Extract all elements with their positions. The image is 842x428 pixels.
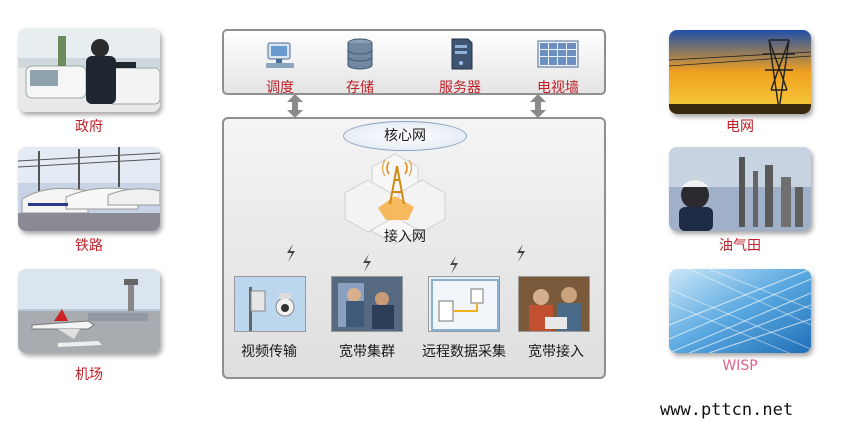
wisp-label: WISP <box>722 358 758 374</box>
storage-label: 存储 <box>346 80 374 96</box>
remote-data-acquisition-photo <box>428 276 500 332</box>
video-transmission-label: 视频传输 <box>241 344 297 360</box>
government-photo <box>18 28 160 112</box>
wireless-link-icon <box>517 244 525 262</box>
access-network-label: 接入网 <box>384 229 426 245</box>
remote-data-acquisition-label: 远程数据采集 <box>422 344 506 360</box>
airport-label: 机场 <box>75 367 103 383</box>
dispatch-label: 调度 <box>266 80 294 96</box>
airport-photo <box>18 269 160 353</box>
dispatch-computer-icon <box>266 42 294 68</box>
wisp-photo <box>669 269 811 353</box>
government-label: 政府 <box>75 119 103 135</box>
wireless-link-icon <box>287 244 295 262</box>
server-item: 服务器 <box>420 37 500 96</box>
video-wall-item: 电视墙 <box>518 37 598 96</box>
antenna-tower-icon <box>381 159 413 205</box>
dispatch-item: 调度 <box>240 37 320 96</box>
data-center-panel: 调度 存储 服务器 电视墙 <box>222 29 606 96</box>
core-network-node: 核心网 <box>343 121 467 151</box>
railway-photo <box>18 147 160 231</box>
core-network-label: 核心网 <box>384 128 426 144</box>
railway-label: 铁路 <box>75 238 103 254</box>
broadband-trunking-label: 宽带集群 <box>339 344 395 360</box>
server-tower-icon <box>451 38 473 70</box>
power-grid-photo <box>669 30 811 114</box>
storage-item: 存储 <box>320 37 400 96</box>
double-arrow-icon <box>530 94 546 118</box>
storage-database-icon <box>347 38 373 70</box>
video-transmission-photo <box>234 276 306 332</box>
broadband-access-photo <box>518 276 590 332</box>
wireless-link-icon <box>363 254 371 272</box>
double-arrow-icon <box>287 94 303 118</box>
oil-gas-field-label: 油气田 <box>719 238 761 254</box>
power-grid-label: 电网 <box>726 119 754 135</box>
server-label: 服务器 <box>439 80 481 96</box>
video-wall-label: 电视墙 <box>537 80 579 96</box>
site-url: www.pttcn.net <box>660 400 794 420</box>
video-wall-icon <box>537 40 579 68</box>
network-panel <box>222 117 606 379</box>
wireless-link-icon <box>450 256 458 274</box>
broadband-access-label: 宽带接入 <box>528 344 584 360</box>
broadband-trunking-photo <box>331 276 403 332</box>
oil-gas-field-photo <box>669 147 811 231</box>
